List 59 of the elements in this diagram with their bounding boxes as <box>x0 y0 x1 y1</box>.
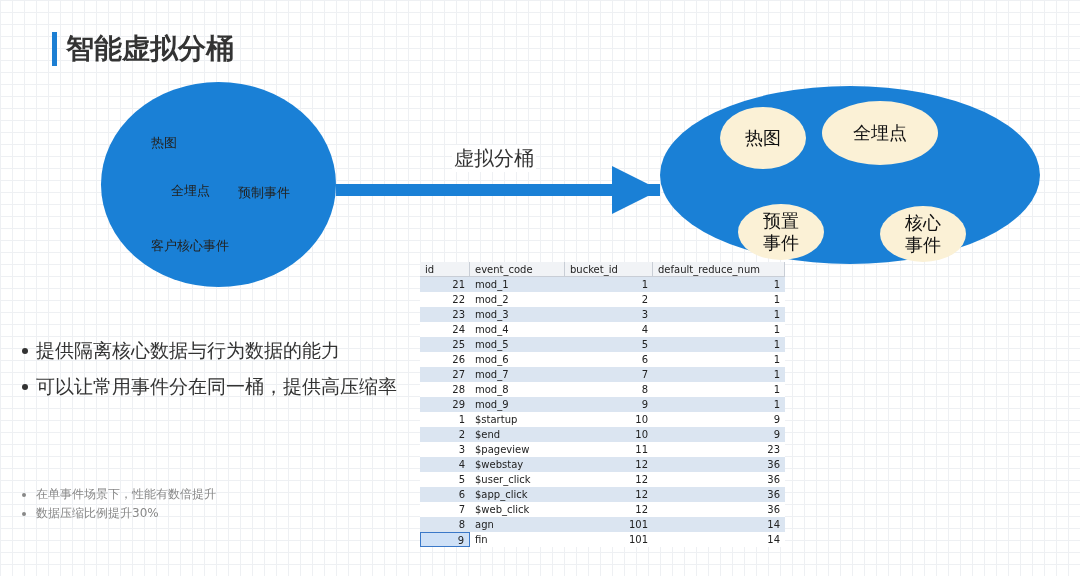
table-cell: 25 <box>420 337 470 352</box>
table-cell: 1 <box>653 307 785 322</box>
table-cell: 23 <box>420 307 470 322</box>
table-cell: 3 <box>565 307 653 322</box>
table-cell: mod_7 <box>470 367 565 382</box>
table-cell: 1 <box>653 367 785 382</box>
column-header: bucket_id <box>565 262 653 277</box>
table-cell: $app_click <box>470 487 565 502</box>
table-cell: 10 <box>565 427 653 442</box>
table-cell: 8 <box>420 517 470 532</box>
bucket-ellipse <box>660 86 1040 264</box>
event-name: 全埋点 <box>171 182 210 200</box>
table-cell: 1 <box>653 337 785 352</box>
table-cell: 1 <box>565 277 653 292</box>
edge-label: 虚拟分桶 <box>452 145 536 172</box>
table-cell: 6 <box>420 487 470 502</box>
table-cell: mod_1 <box>470 277 565 292</box>
table-cell: 101 <box>565 517 653 532</box>
bucket-circle <box>101 82 336 287</box>
table-cell: 12 <box>565 487 653 502</box>
table-cell: $webstay <box>470 457 565 472</box>
table-cell: 29 <box>420 397 470 412</box>
table-cell: 9 <box>653 427 785 442</box>
event-name: 客户核心事件 <box>151 237 229 255</box>
event-name: 热图 <box>744 126 782 150</box>
table-cell: agn <box>470 517 565 532</box>
table-cell: 1 <box>653 397 785 412</box>
event-name: 核心事件 <box>904 211 942 257</box>
table-cell: 36 <box>653 487 785 502</box>
table-cell: mod_9 <box>470 397 565 412</box>
event-name: 预制事件 <box>238 184 290 202</box>
arrow <box>336 166 660 214</box>
event-name: 热图 <box>151 134 177 152</box>
table-cell: 27 <box>420 367 470 382</box>
column-header: default_reduce_num <box>653 262 785 277</box>
table-cell: 7 <box>565 367 653 382</box>
table-cell: 1 <box>653 277 785 292</box>
table-cell: 5 <box>565 337 653 352</box>
event-name: 预置事件 <box>762 209 800 255</box>
table-cell: 2 <box>420 427 470 442</box>
slide-title: 智能虚拟分桶 <box>66 31 234 67</box>
bullet-point: 在单事件场景下，性能有数倍提升 <box>36 486 216 503</box>
event-ellipse <box>738 204 824 260</box>
column-header: id <box>420 262 470 277</box>
table-cell: 36 <box>653 457 785 472</box>
event-name: 全埋点 <box>852 121 908 145</box>
table-cell: mod_3 <box>470 307 565 322</box>
table-cell: 9 <box>420 532 470 547</box>
bullet-point: 提供隔离核心数据与行为数据的能力 <box>36 338 340 363</box>
table-cell: 9 <box>565 397 653 412</box>
bullet-point: 数据压缩比例提升30% <box>36 505 159 522</box>
table-cell: 21 <box>420 277 470 292</box>
table-cell: 12 <box>565 457 653 472</box>
table-cell: mod_5 <box>470 337 565 352</box>
table-cell: 14 <box>653 517 785 532</box>
bullet-point: 可以让常用事件分在同一桶，提供高压缩率 <box>36 374 397 399</box>
table-cell: 4 <box>420 457 470 472</box>
column-header: event_code <box>470 262 565 277</box>
table-cell: $end <box>470 427 565 442</box>
